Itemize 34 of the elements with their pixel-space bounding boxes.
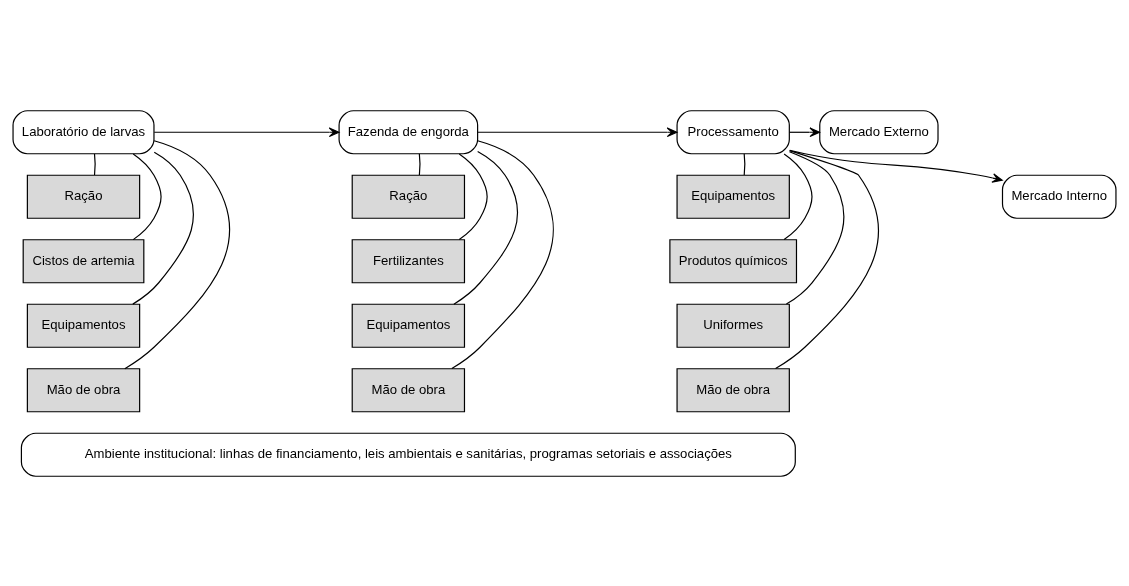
node-box: Mão de obra <box>676 367 790 412</box>
connector <box>132 151 195 305</box>
connector <box>775 149 879 369</box>
node-box: Equipamentos <box>26 303 141 348</box>
connector <box>743 152 746 176</box>
node-box: Laboratório de larvas <box>12 109 155 154</box>
connector <box>458 152 488 240</box>
node-box: Fertilizantes <box>351 238 466 283</box>
node-box: Uniformes <box>676 303 790 348</box>
connector <box>124 139 231 369</box>
connector <box>132 152 162 240</box>
node-box: Mercado Externo <box>819 109 939 154</box>
node-box: Produtos químicos <box>669 238 798 283</box>
node-box: Ração <box>351 174 466 219</box>
connector <box>785 150 845 305</box>
arrow <box>789 149 1003 183</box>
arrow <box>153 126 340 137</box>
node-box: Cistos de artemia <box>22 238 145 283</box>
node-box: Ração <box>26 174 141 219</box>
connector <box>453 150 519 305</box>
node-box: Equipamentos <box>676 174 790 219</box>
node-box: Mão de obra <box>351 367 466 412</box>
arrow <box>788 126 821 137</box>
node-box: Fazenda de engorda <box>338 109 479 154</box>
node-box: Mão de obra <box>26 367 141 412</box>
node-box: Mercado Interno <box>1001 174 1117 219</box>
connector <box>93 152 96 176</box>
node-box: Processamento <box>676 109 790 154</box>
connector <box>783 152 813 240</box>
node-box: Ambiente institucional: linhas de financiamento, leis ambientais e sanitárias, programas setoriais e associações <box>20 432 796 477</box>
connector <box>451 139 554 369</box>
arrow <box>477 126 678 137</box>
connector <box>418 152 421 176</box>
node-box: Equipamentos <box>351 303 466 348</box>
